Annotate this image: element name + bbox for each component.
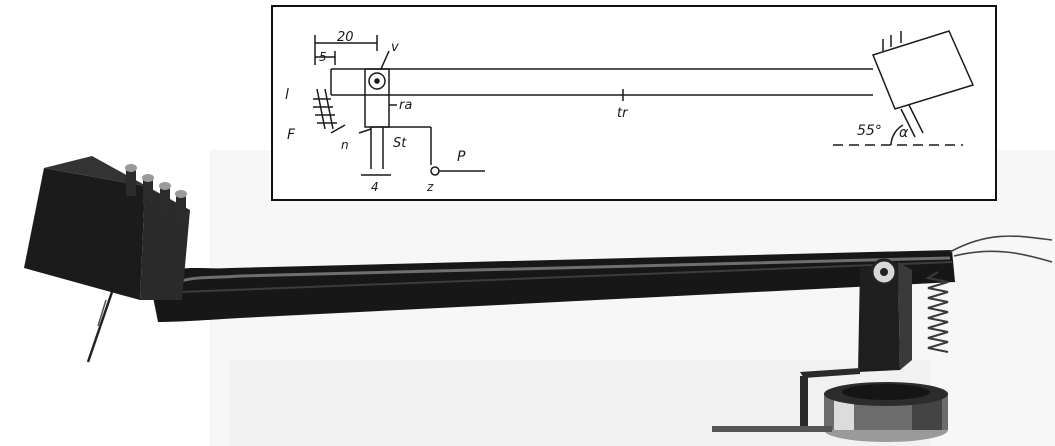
counter-spring xyxy=(925,271,949,353)
label-angle-symbol: α xyxy=(899,125,909,141)
label-F: F xyxy=(287,127,296,143)
stylus-needle xyxy=(86,291,114,363)
terminal-screws xyxy=(125,164,187,224)
cartridge-head-block xyxy=(24,156,190,300)
schematic-drawing: 20 5 l v ra F n St 4 z P tr 55° α xyxy=(285,30,975,194)
head-box xyxy=(871,30,975,110)
label-angle-value: 55° xyxy=(857,123,882,139)
label-tr: tr xyxy=(617,106,629,121)
label-l: l xyxy=(285,87,289,103)
label-z: z xyxy=(426,180,434,194)
label-n: n xyxy=(341,138,349,152)
tonearm-base xyxy=(712,368,948,442)
label-4: 4 xyxy=(371,180,379,194)
schematic-inset: 20 5 l v ra F n St 4 z P tr 55° α xyxy=(271,5,997,201)
label-dim-20: 20 xyxy=(337,30,354,45)
angle-arc xyxy=(890,124,904,146)
label-v: v xyxy=(391,40,399,55)
label-St: St xyxy=(393,136,407,151)
stylus-leg xyxy=(900,104,924,138)
label-P: P xyxy=(457,149,466,165)
pivot-post xyxy=(364,68,390,128)
label-ra: ra xyxy=(399,98,412,113)
pivot-bracket xyxy=(858,258,912,372)
spring-F xyxy=(313,88,337,130)
signal-wires xyxy=(949,235,1053,263)
head-screws xyxy=(882,31,902,51)
label-dim-5: 5 xyxy=(319,50,327,64)
